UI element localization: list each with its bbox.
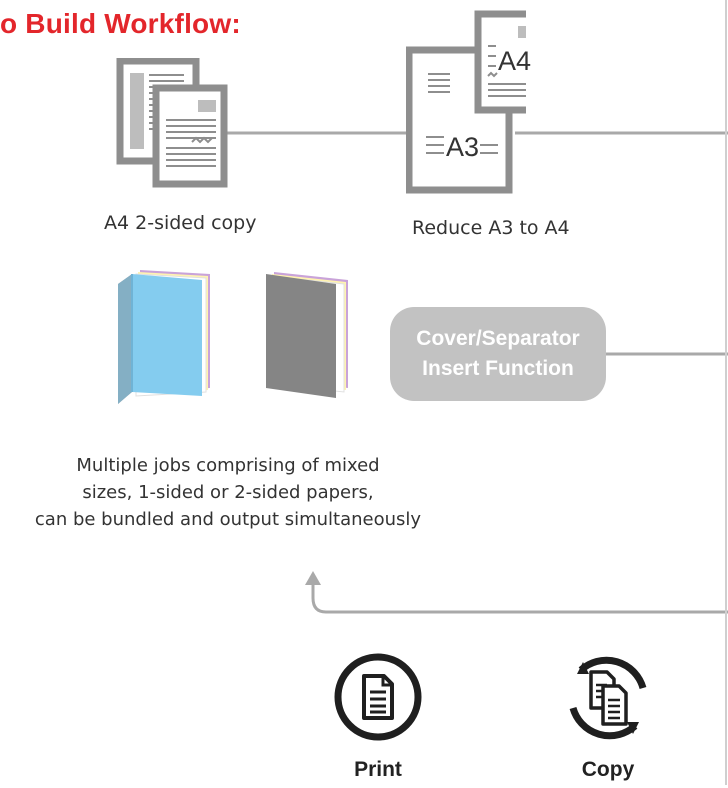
a4-two-sided-copy-icon [116,58,228,188]
description-line-1: Multiple jobs comprising of mixed [76,455,380,476]
description-line-3: can be bundled and output simultaneously [34,509,422,530]
copy-function[interactable]: Copy [548,652,668,788]
copy-label: Copy [581,758,635,781]
print-function[interactable]: Print [318,652,438,788]
return-arrow-head [305,571,321,585]
page-title: o Build Workflow: [0,8,241,39]
a4-sheet-label: A4 [498,46,532,76]
bundle-description: Multiple jobs comprising of mixed sizes,… [0,452,456,533]
print-label: Print [354,758,402,781]
copy-icon [569,656,647,740]
reduce-caption: Reduce A3 to A4 [412,217,570,239]
reduce-a3-to-a4-icon: A3 A4 [406,10,531,194]
a3-sheet-label: A3 [446,132,480,162]
cover-separator-insert-button[interactable]: Cover/Separator Insert Function [390,307,606,401]
return-arrow-line [311,585,728,614]
print-icon [334,653,422,741]
cover-separator-line2: Insert Function [422,357,574,380]
description-line-2: sizes, 1-sided or 2-sided papers, [82,482,374,503]
cover-separator-line1: Cover/Separator [416,327,580,350]
open-booklet-icon [118,270,210,404]
closed-booklet-icon [266,272,348,398]
a4-copy-caption: A4 2-sided copy [104,212,257,234]
